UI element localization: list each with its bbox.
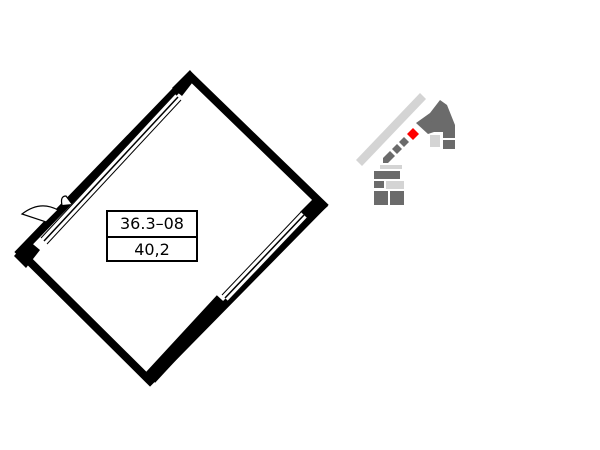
- unit-area: 40,2: [134, 240, 170, 259]
- window-top-left: [40, 93, 182, 245]
- unit-number: 36.3–08: [108, 212, 196, 238]
- keyplan-highlight-unit: [407, 128, 419, 140]
- keyplan-street: [356, 93, 426, 166]
- door: [20, 195, 73, 223]
- room-walls: [14, 70, 329, 387]
- wall-pier: [14, 240, 40, 268]
- keyplan-building: [430, 100, 455, 132]
- unit-label: 36.3–08 40,2: [106, 210, 198, 262]
- key-plan: [356, 93, 455, 205]
- wall-pier: [300, 196, 328, 222]
- thick-wall: [144, 295, 228, 383]
- wall-pier: [172, 70, 196, 96]
- window-bottom-right: [221, 211, 308, 302]
